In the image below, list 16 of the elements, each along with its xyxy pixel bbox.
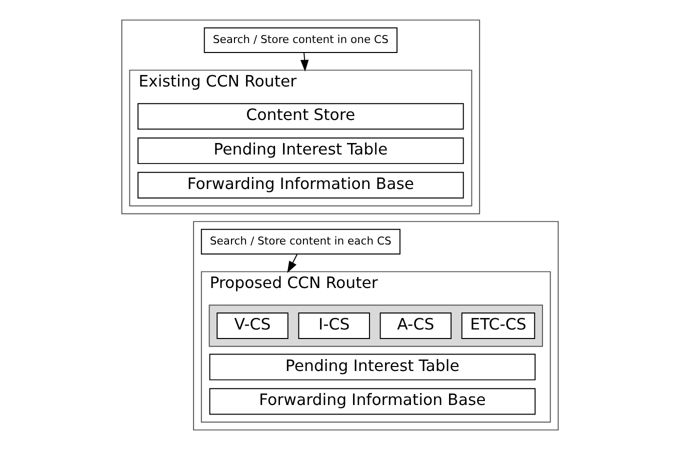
node-box: ETC-CS [460, 312, 535, 340]
node-box: V-CS [216, 312, 288, 340]
cluster [120, 20, 480, 214]
cluster [208, 304, 542, 347]
node-box: I-CS [298, 312, 370, 340]
arrow [300, 52, 308, 72]
node-box: Search / Store content in one CS [203, 27, 397, 53]
node-box: Search / Store content in each CS [200, 228, 400, 254]
node-box: Forwarding Information Base [137, 172, 464, 198]
cluster [192, 221, 558, 430]
node-box: A-CS [379, 312, 452, 340]
node-box: Pending Interest Table [208, 354, 536, 380]
node-box: Pending Interest Table [137, 138, 464, 164]
arrow [286, 254, 298, 273]
node-box: Forwarding Information Base [208, 388, 536, 415]
node-box: Content Store [137, 103, 464, 130]
